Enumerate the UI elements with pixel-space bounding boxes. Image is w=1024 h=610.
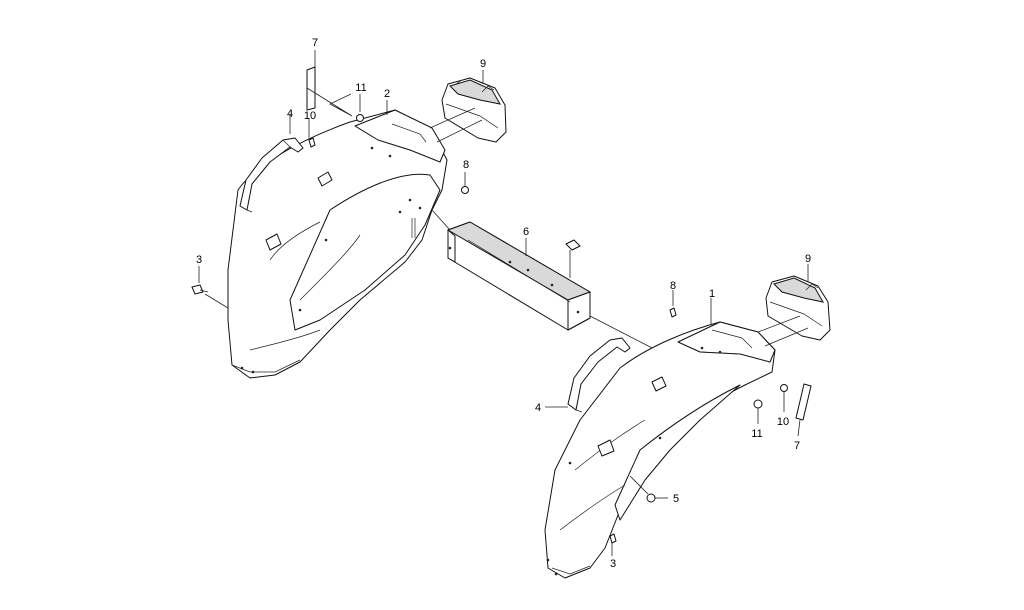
left-nut-11 [356,114,364,122]
left-grab-handle [239,137,304,211]
right-handle-pad-upper [651,376,667,392]
callout-7-left: 7 [312,37,318,49]
right-rail [757,315,809,347]
left-handle-pad-lower [265,233,282,251]
callout-8-right: 8 [670,280,676,292]
callout-8-left: 8 [463,159,469,171]
left-handle-pad-upper [317,171,333,187]
left-fender-inner-face [289,173,441,331]
callout-11-left: 11 [355,82,366,94]
callout-6: 6 [523,226,529,238]
cross-member-cap [565,239,581,251]
leader-lines [198,50,809,556]
callout-3-left: 3 [196,254,202,266]
left-fender-assembly [227,109,448,379]
left-fasteners [191,114,469,295]
right-nut-5 [646,493,656,503]
callout-9-right: 9 [805,253,811,265]
left-seat-cushion [441,77,507,143]
right-handle-pad-lower [597,439,615,457]
left-decal-strip [306,66,316,111]
callout-2: 2 [384,88,390,100]
right-grab-handle [567,337,631,411]
callout-1: 1 [709,288,715,300]
right-fender-assembly [544,321,776,579]
left-bolt-3 [191,284,204,295]
callout-10-right: 10 [777,416,789,428]
right-bolt-8 [669,307,677,318]
right-decal-strip [795,383,812,421]
right-bolt-3 [609,533,617,544]
left-rail [429,107,483,143]
right-fasteners [609,307,788,544]
callout-11-right: 11 [751,428,762,440]
callout-4-left: 4 [287,108,293,120]
right-fender-inner-face [614,384,741,521]
callout-labels: 7 11 2 9 4 10 8 6 3 9 8 1 4 10 11 7 5 3 [196,37,811,570]
right-seat-cushion [765,275,831,341]
callout-4-right: 4 [535,402,541,414]
callout-3-right: 3 [610,558,616,570]
right-nut-10 [780,384,788,392]
left-bolt-10 [308,137,316,148]
callout-9-left: 9 [480,58,486,70]
right-nut-11 [753,399,763,409]
cross-member [446,221,592,331]
callout-5: 5 [673,493,679,505]
callout-10-left: 10 [304,110,316,122]
left-nut-8 [461,186,469,194]
callout-7-right: 7 [794,440,800,452]
